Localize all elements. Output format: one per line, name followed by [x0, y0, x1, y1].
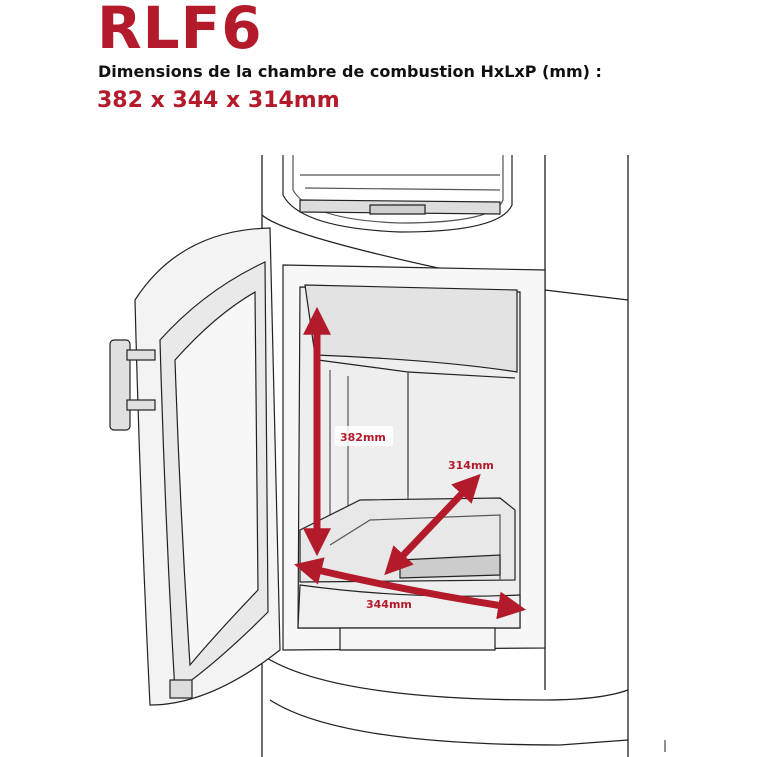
width-arrow	[294, 557, 527, 620]
width-label: 344mm	[366, 598, 412, 611]
base-band-edge	[269, 699, 629, 746]
combustion-caption: Dimensions de la chambre de combustion H…	[98, 62, 602, 81]
stove-door	[109, 227, 281, 706]
depth-arrow	[384, 473, 481, 576]
height-label: 382mm	[340, 431, 386, 444]
model-title: RLF6	[97, 0, 263, 62]
depth-dimension: 314mm	[384, 459, 494, 576]
dimensions-value: 382 x 344 x 314mm	[97, 88, 340, 113]
upper-oven	[282, 155, 513, 233]
height-dimension: 382mm	[303, 306, 393, 557]
depth-label: 314mm	[448, 459, 494, 472]
lower-band-edge	[261, 654, 629, 701]
width-dimension: 344mm	[294, 557, 527, 620]
